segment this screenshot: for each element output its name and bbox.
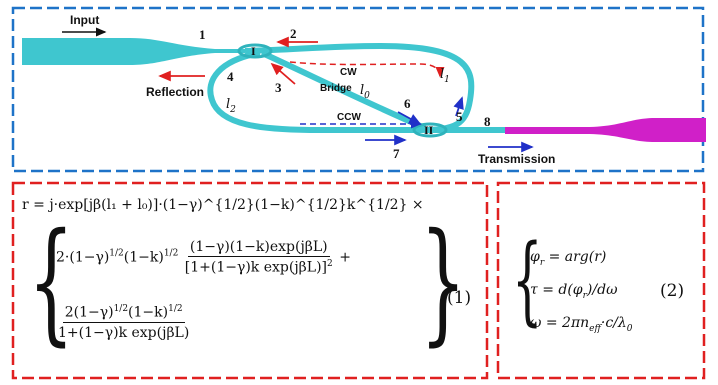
- equation1-frame: [11, 181, 489, 380]
- lower-loop-waveguide: [207, 50, 420, 133]
- reflection-label: Reflection: [146, 85, 204, 99]
- l0-label: l0: [360, 83, 370, 101]
- equation2-number: (2): [660, 281, 685, 301]
- port-5-label: 5: [456, 109, 463, 124]
- equation1-number: (1): [447, 288, 472, 308]
- cw-label: CW: [340, 67, 357, 78]
- coupler-1: [237, 43, 273, 59]
- equation1-fraction2: 2(1−γ)1/2(1−k)1/2 1+(1−γ)k exp(jβL): [58, 304, 190, 341]
- output-taper: [505, 118, 706, 142]
- cw-path: [289, 61, 445, 78]
- equation1-right-brace: }: [420, 205, 467, 359]
- equation1-term2: 2(1−γ)1/2(1−k)1/2 1+(1−γ)k exp(jβL): [56, 305, 191, 340]
- ccw-label: CCW: [337, 112, 361, 123]
- equation2-frame: [496, 181, 706, 380]
- equation1-line1: r = j·exp[jβ(l₁ + l₀)]·(1−γ)^{1/2}(1−k)^…: [22, 197, 424, 213]
- port6-arrow: [397, 111, 422, 125]
- loop-waveguide: [244, 42, 475, 133]
- equation1-fraction1: (1−γ)(1−k)exp(jβL) [1+(1−γ)k exp(jβL)]2: [184, 239, 333, 276]
- port-2-label: 2: [290, 26, 297, 41]
- coupler-2: [412, 122, 448, 138]
- input-label: Input: [70, 13, 99, 27]
- equation2-line1: φr = arg(r): [530, 249, 607, 268]
- equation1-left-brace: {: [28, 205, 75, 359]
- l2-label: l2: [226, 97, 236, 115]
- port-3-label: 3: [275, 80, 282, 95]
- port3-arrow: [270, 62, 296, 85]
- coupler-1-label: I: [251, 44, 256, 58]
- bridge-label: Bridge: [320, 83, 352, 94]
- port-8-label: 8: [484, 114, 491, 129]
- equation2-line2: τ = d(φr)/dω: [530, 282, 618, 301]
- transmission-label: Transmission: [478, 152, 555, 166]
- port5-arrow: [453, 96, 464, 117]
- port-4-label: 4: [227, 69, 234, 84]
- port-6-label: 6: [404, 96, 411, 111]
- input-taper: [22, 38, 245, 65]
- equation1-term1: 2·(1−γ)1/2(1−k)1/2 (1−γ)(1−k)exp(jβL) [1…: [56, 239, 351, 276]
- equation2-line3: ω = 2πneff·c/λ0: [530, 315, 633, 334]
- bridge-waveguide: [260, 50, 427, 131]
- port-7-label: 7: [393, 146, 400, 161]
- diagram-frame: [11, 6, 705, 173]
- l1-label: l1: [440, 67, 450, 85]
- port-1-label: 1: [199, 27, 206, 42]
- coupler-2-label: II: [424, 123, 434, 137]
- equation2-brace: {: [512, 224, 543, 336]
